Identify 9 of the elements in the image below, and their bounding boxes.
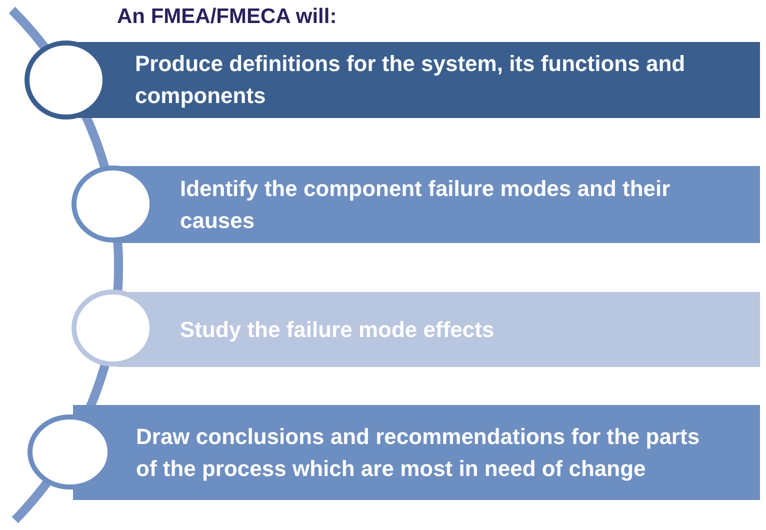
step-bar [117, 166, 760, 243]
step-text: Draw conclusions and recommendations for the parts of the process which are most in need of change [136, 422, 701, 483]
step-text: Identify the component failure modes and their causes [180, 174, 672, 234]
title: An FMEA/FMECA will: [117, 5, 337, 29]
step-text: Produce definitions for the system, its functions and components [135, 50, 686, 110]
step-bar [117, 292, 760, 367]
step-text: Study the failure mode effects [180, 316, 494, 344]
step-bar [78, 42, 760, 118]
step-bar [73, 405, 760, 500]
